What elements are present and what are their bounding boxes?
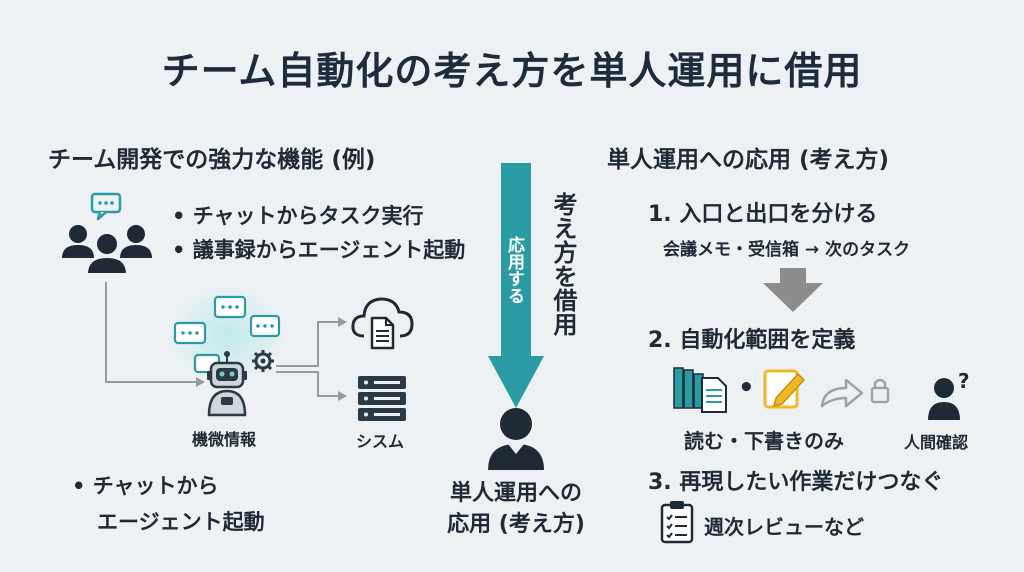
books-document-icon: [673, 367, 727, 413]
edit-pencil-icon: [763, 369, 806, 409]
step1-subtitle: 会議メモ・受信箱 → 次のタスク: [663, 240, 911, 260]
checklist-icon: [660, 501, 694, 544]
person-caption-line2: 応用 (考え方): [447, 512, 585, 537]
label-human-check: 人間確認: [904, 433, 969, 452]
bullet-agent-bottom: エージェント起動: [97, 510, 265, 534]
single-person-icon: [488, 408, 544, 470]
person-caption-line1: 単人運用への: [449, 481, 582, 506]
server-icon: [358, 376, 406, 421]
gray-down-arrow: [763, 268, 823, 312]
bullet-chat-bottom: • チャットから: [72, 474, 219, 498]
bullet-minutes-agent: • 議事録からエージェント起動: [172, 238, 466, 262]
label-confidential-info: 機微情報: [192, 430, 257, 449]
down-arrow-apply: [488, 163, 544, 408]
left-heading: チーム開発での強力な機能 (例): [48, 147, 376, 173]
team-icon: [62, 192, 152, 275]
svg-text:?: ?: [958, 369, 970, 393]
step3-title: 3. 再現したい作業だけつなぐ: [648, 470, 944, 495]
bullet-chat-task: • チャットからタスク実行: [172, 204, 424, 228]
step3-subtitle: 週次レビューなど: [704, 515, 864, 539]
step1-title: 1. 入口と出口を分ける: [648, 202, 878, 227]
forward-lock-icon: [820, 378, 890, 408]
step2-dot: •: [738, 373, 755, 403]
page-title: チーム自動化の考え方を単人運用に借用: [161, 49, 863, 93]
right-heading: 単人運用への応用 (考え方): [607, 147, 890, 173]
human-check-icon: ?: [928, 369, 970, 420]
person-caption: 単人運用への 応用 (考え方): [436, 478, 596, 540]
cloud-document-icon: [351, 297, 414, 350]
step2-title: 2. 自動化範囲を定義: [648, 328, 856, 353]
step2-subtitle: 読む・下書きのみ: [684, 429, 844, 453]
label-system: シスム: [356, 432, 405, 451]
arrow-label-apply: 応用する: [504, 236, 524, 304]
borrow-thinking-text: 考え方を借用: [549, 192, 577, 336]
ai-agent-robot-icon: [165, 283, 289, 417]
